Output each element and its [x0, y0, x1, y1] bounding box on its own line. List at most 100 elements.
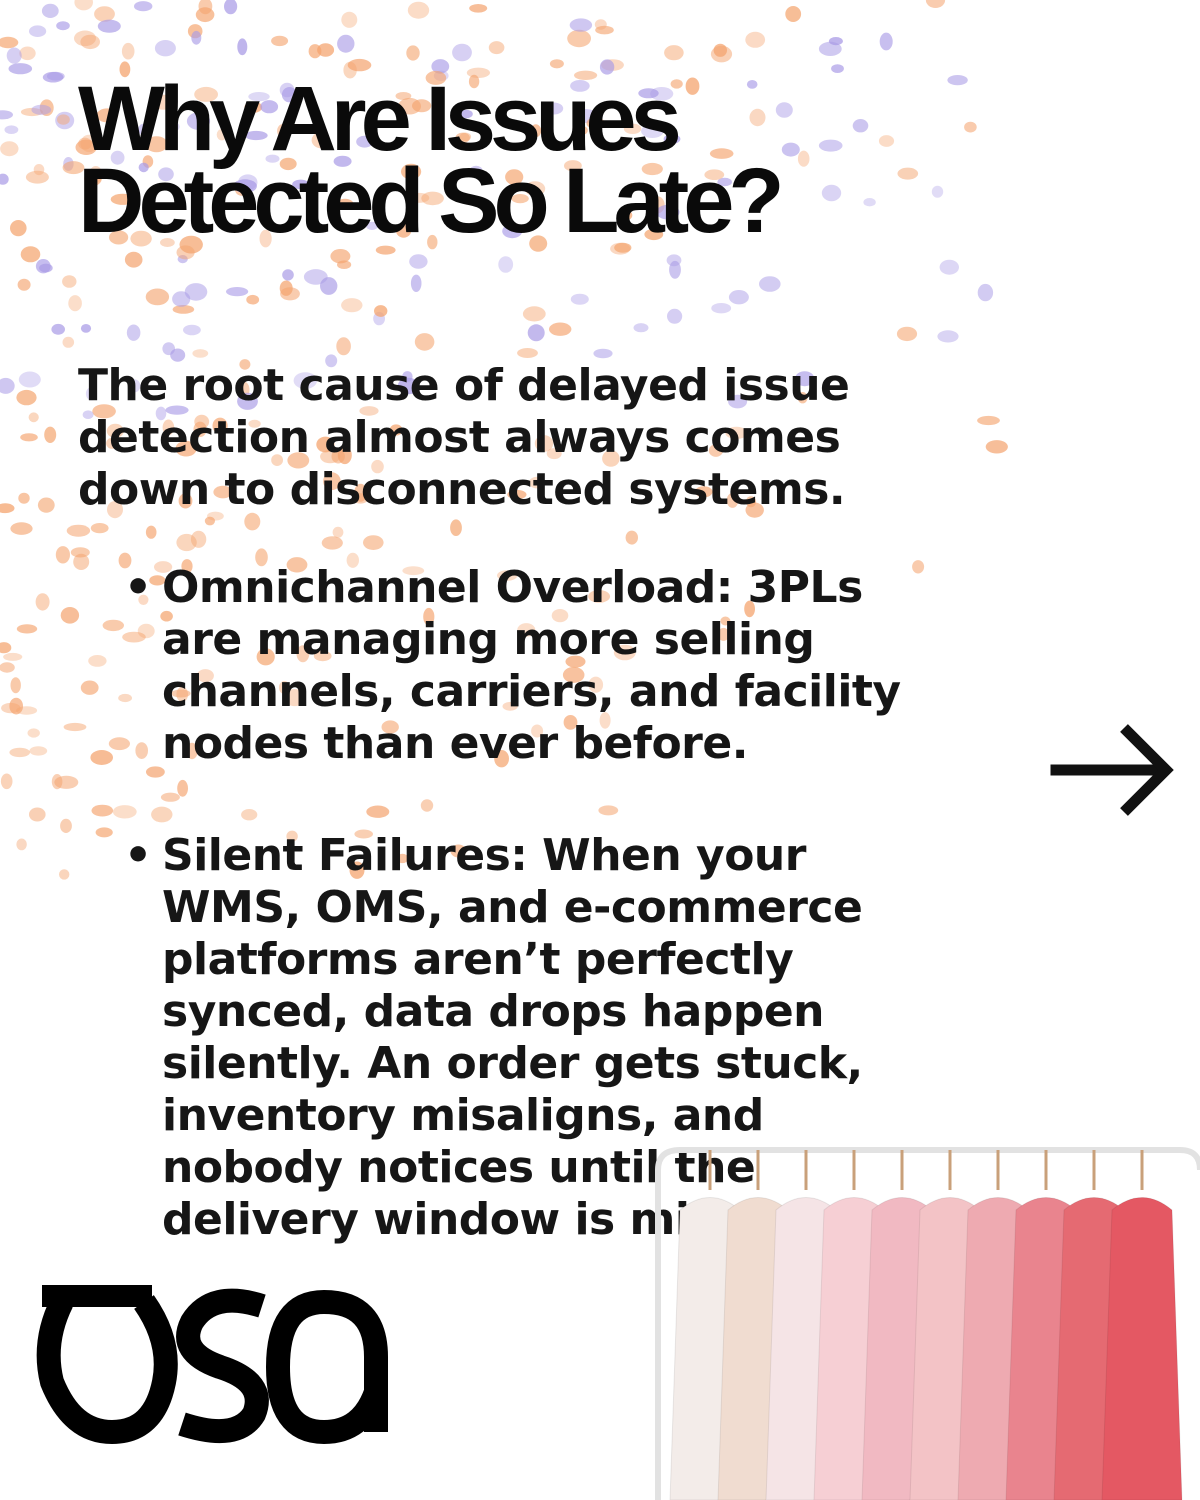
background-dot — [44, 426, 57, 443]
background-dot — [177, 255, 188, 264]
background-dot — [246, 294, 260, 305]
background-dot — [332, 526, 344, 538]
title-line: Detected So Late? — [78, 150, 785, 252]
background-dot — [172, 305, 195, 314]
background-dot — [570, 293, 589, 305]
background-dot — [517, 348, 538, 358]
background-dot — [337, 260, 352, 270]
intro-paragraph: The root cause of delayed issue detectio… — [78, 360, 978, 516]
background-dot — [62, 336, 75, 348]
background-dot — [414, 333, 435, 351]
background-dot — [939, 259, 959, 275]
background-dot — [95, 827, 113, 838]
bullet-omnichannel-overload: • Omnichannel Overload: 3PLs are managin… — [120, 562, 980, 770]
background-dot — [16, 624, 38, 634]
background-dot — [9, 747, 30, 758]
background-dot — [271, 35, 289, 47]
background-dot — [8, 63, 33, 75]
background-dot — [409, 254, 428, 269]
background-dot — [18, 492, 30, 504]
bullet-line: are managing more selling — [162, 614, 815, 665]
background-dot — [73, 553, 90, 571]
background-dot — [937, 330, 959, 343]
background-dot — [63, 157, 74, 171]
background-dot — [374, 305, 388, 317]
background-dot — [488, 41, 505, 55]
background-dot — [785, 6, 802, 22]
background-dot — [567, 29, 591, 48]
background-dot — [4, 125, 19, 134]
background-dot — [282, 269, 294, 281]
background-dot — [29, 746, 48, 756]
background-dot — [831, 64, 844, 73]
background-dot — [195, 7, 215, 23]
background-dot — [224, 0, 238, 15]
bullet-line: WMS, OMS, and e-commerce — [162, 882, 863, 933]
background-dot — [60, 818, 72, 834]
background-dot — [145, 525, 157, 539]
background-dot — [498, 256, 514, 273]
background-dot — [97, 19, 121, 33]
background-dot — [593, 348, 613, 359]
background-dot — [183, 324, 201, 336]
background-dot — [70, 547, 90, 558]
background-dot — [134, 1, 153, 12]
background-dot — [450, 519, 462, 536]
background-dot — [1, 702, 21, 714]
background-dot — [896, 326, 918, 342]
background-dot — [10, 677, 21, 694]
background-dot — [33, 164, 45, 176]
background-dot — [20, 433, 38, 442]
bullet-line: inventory misaligns, and — [162, 1090, 764, 1141]
background-dot — [80, 34, 100, 50]
page-title: Why Are Issues Detected So Late? — [78, 68, 898, 252]
title-line: Why Are Issues — [78, 68, 682, 170]
background-dot — [41, 3, 59, 19]
background-dot — [176, 533, 197, 552]
background-dot — [237, 38, 248, 56]
background-dot — [28, 412, 39, 423]
background-dot — [594, 19, 607, 30]
background-dot — [947, 75, 968, 86]
clothing-rack-image — [655, 1147, 1200, 1500]
background-dot — [373, 311, 385, 326]
background-dot — [985, 440, 1008, 454]
background-dot — [66, 524, 91, 537]
background-dot — [713, 43, 727, 57]
background-dot — [80, 324, 92, 333]
background-dot — [80, 680, 99, 695]
background-dot — [711, 303, 732, 314]
background-dot — [303, 269, 328, 285]
background-dot — [55, 111, 75, 130]
background-dot — [0, 110, 13, 120]
background-dot — [29, 807, 46, 822]
garment — [1101, 1197, 1183, 1500]
background-dot — [35, 593, 50, 611]
background-dot — [549, 322, 572, 336]
background-dot — [363, 535, 384, 550]
arrow-right-icon[interactable] — [1050, 718, 1180, 822]
intro-line: detection almost always comes — [78, 412, 841, 463]
background-dot — [6, 47, 22, 64]
background-dot — [879, 32, 893, 51]
background-dot — [226, 287, 249, 297]
background-dot — [124, 251, 143, 268]
background-dot — [172, 291, 191, 307]
background-dot — [667, 308, 683, 324]
background-dot — [818, 41, 842, 57]
background-dot — [569, 18, 593, 32]
background-dot — [90, 523, 109, 534]
osa-logo — [36, 1285, 388, 1445]
bullet-line: platforms aren’t perfectly — [162, 934, 794, 985]
background-dot — [0, 141, 19, 157]
background-dot — [16, 389, 37, 406]
background-dot — [204, 516, 215, 526]
background-dot — [63, 722, 87, 732]
background-dot — [54, 775, 79, 789]
background-dot — [9, 220, 27, 237]
background-dot — [0, 173, 9, 185]
background-dot — [57, 114, 70, 125]
background-dot — [16, 706, 38, 715]
background-dot — [18, 371, 41, 388]
background-dot — [90, 750, 113, 765]
